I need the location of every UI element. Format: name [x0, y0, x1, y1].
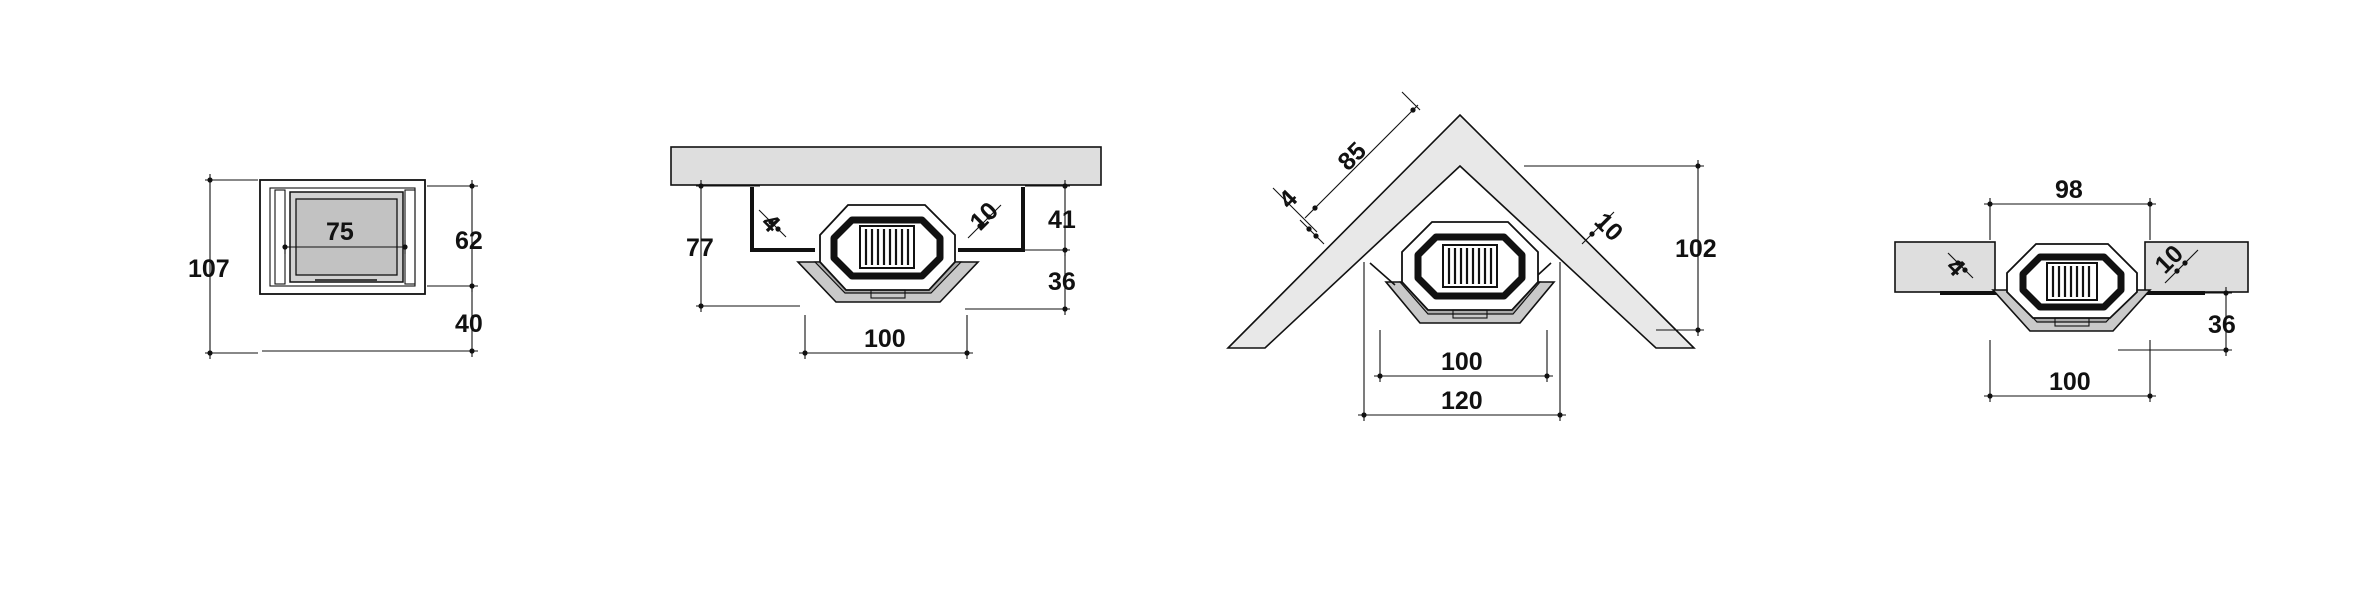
stove-right-post — [404, 189, 416, 285]
stove-foot — [1452, 309, 1488, 319]
dim-depth: 77 — [686, 234, 714, 262]
dim-base: 36 — [2208, 311, 2236, 339]
stove-foot — [2054, 317, 2090, 327]
dim-offset: 10 — [964, 197, 1003, 236]
dim-height: 41 — [1048, 206, 1076, 234]
stove-foot — [870, 289, 906, 299]
stove-grille — [859, 225, 915, 269]
dim-height: 102 — [1675, 235, 1717, 263]
dim-width: 100 — [864, 325, 906, 353]
dim-gap: 4 — [756, 208, 786, 238]
stove-left-post — [274, 189, 286, 285]
dim-outer-width: 120 — [1441, 387, 1483, 415]
dim-total-height: 107 — [188, 255, 230, 283]
island-installation-figure: 98 4 10 36 100 — [1894, 176, 2249, 402]
dim-gap: 4 — [1273, 185, 1303, 215]
dim-lower: 40 — [455, 310, 483, 338]
stove-firebox-frame — [830, 216, 944, 280]
corner-installation-figure: 85 4 10 102 100 120 — [1226, 91, 1717, 421]
dim-offset: 10 — [1589, 207, 1628, 246]
dim-width: 75 — [326, 218, 354, 246]
dim-base: 36 — [1048, 268, 1076, 296]
stove-window — [295, 198, 398, 276]
corner-walls — [1226, 113, 1696, 349]
dim-side: 85 — [1332, 137, 1372, 177]
stove-firebox-frame — [1414, 233, 1526, 300]
dim-inner-width: 100 — [1441, 348, 1483, 376]
stove-grille — [1442, 244, 1498, 288]
right-panel — [2144, 241, 2249, 293]
front-view-figure: 75 107 62 40 — [188, 174, 483, 359]
dim-span: 98 — [2055, 176, 2083, 204]
wall-panel — [670, 146, 1102, 186]
left-panel — [1894, 241, 1996, 293]
dim-width: 100 — [2049, 368, 2091, 396]
stove-firebox-frame — [2019, 253, 2125, 311]
dim-upper: 62 — [455, 227, 483, 255]
wall-installation-figure: 77 4 10 41 36 100 — [670, 146, 1102, 359]
wall-bracket — [750, 187, 815, 252]
